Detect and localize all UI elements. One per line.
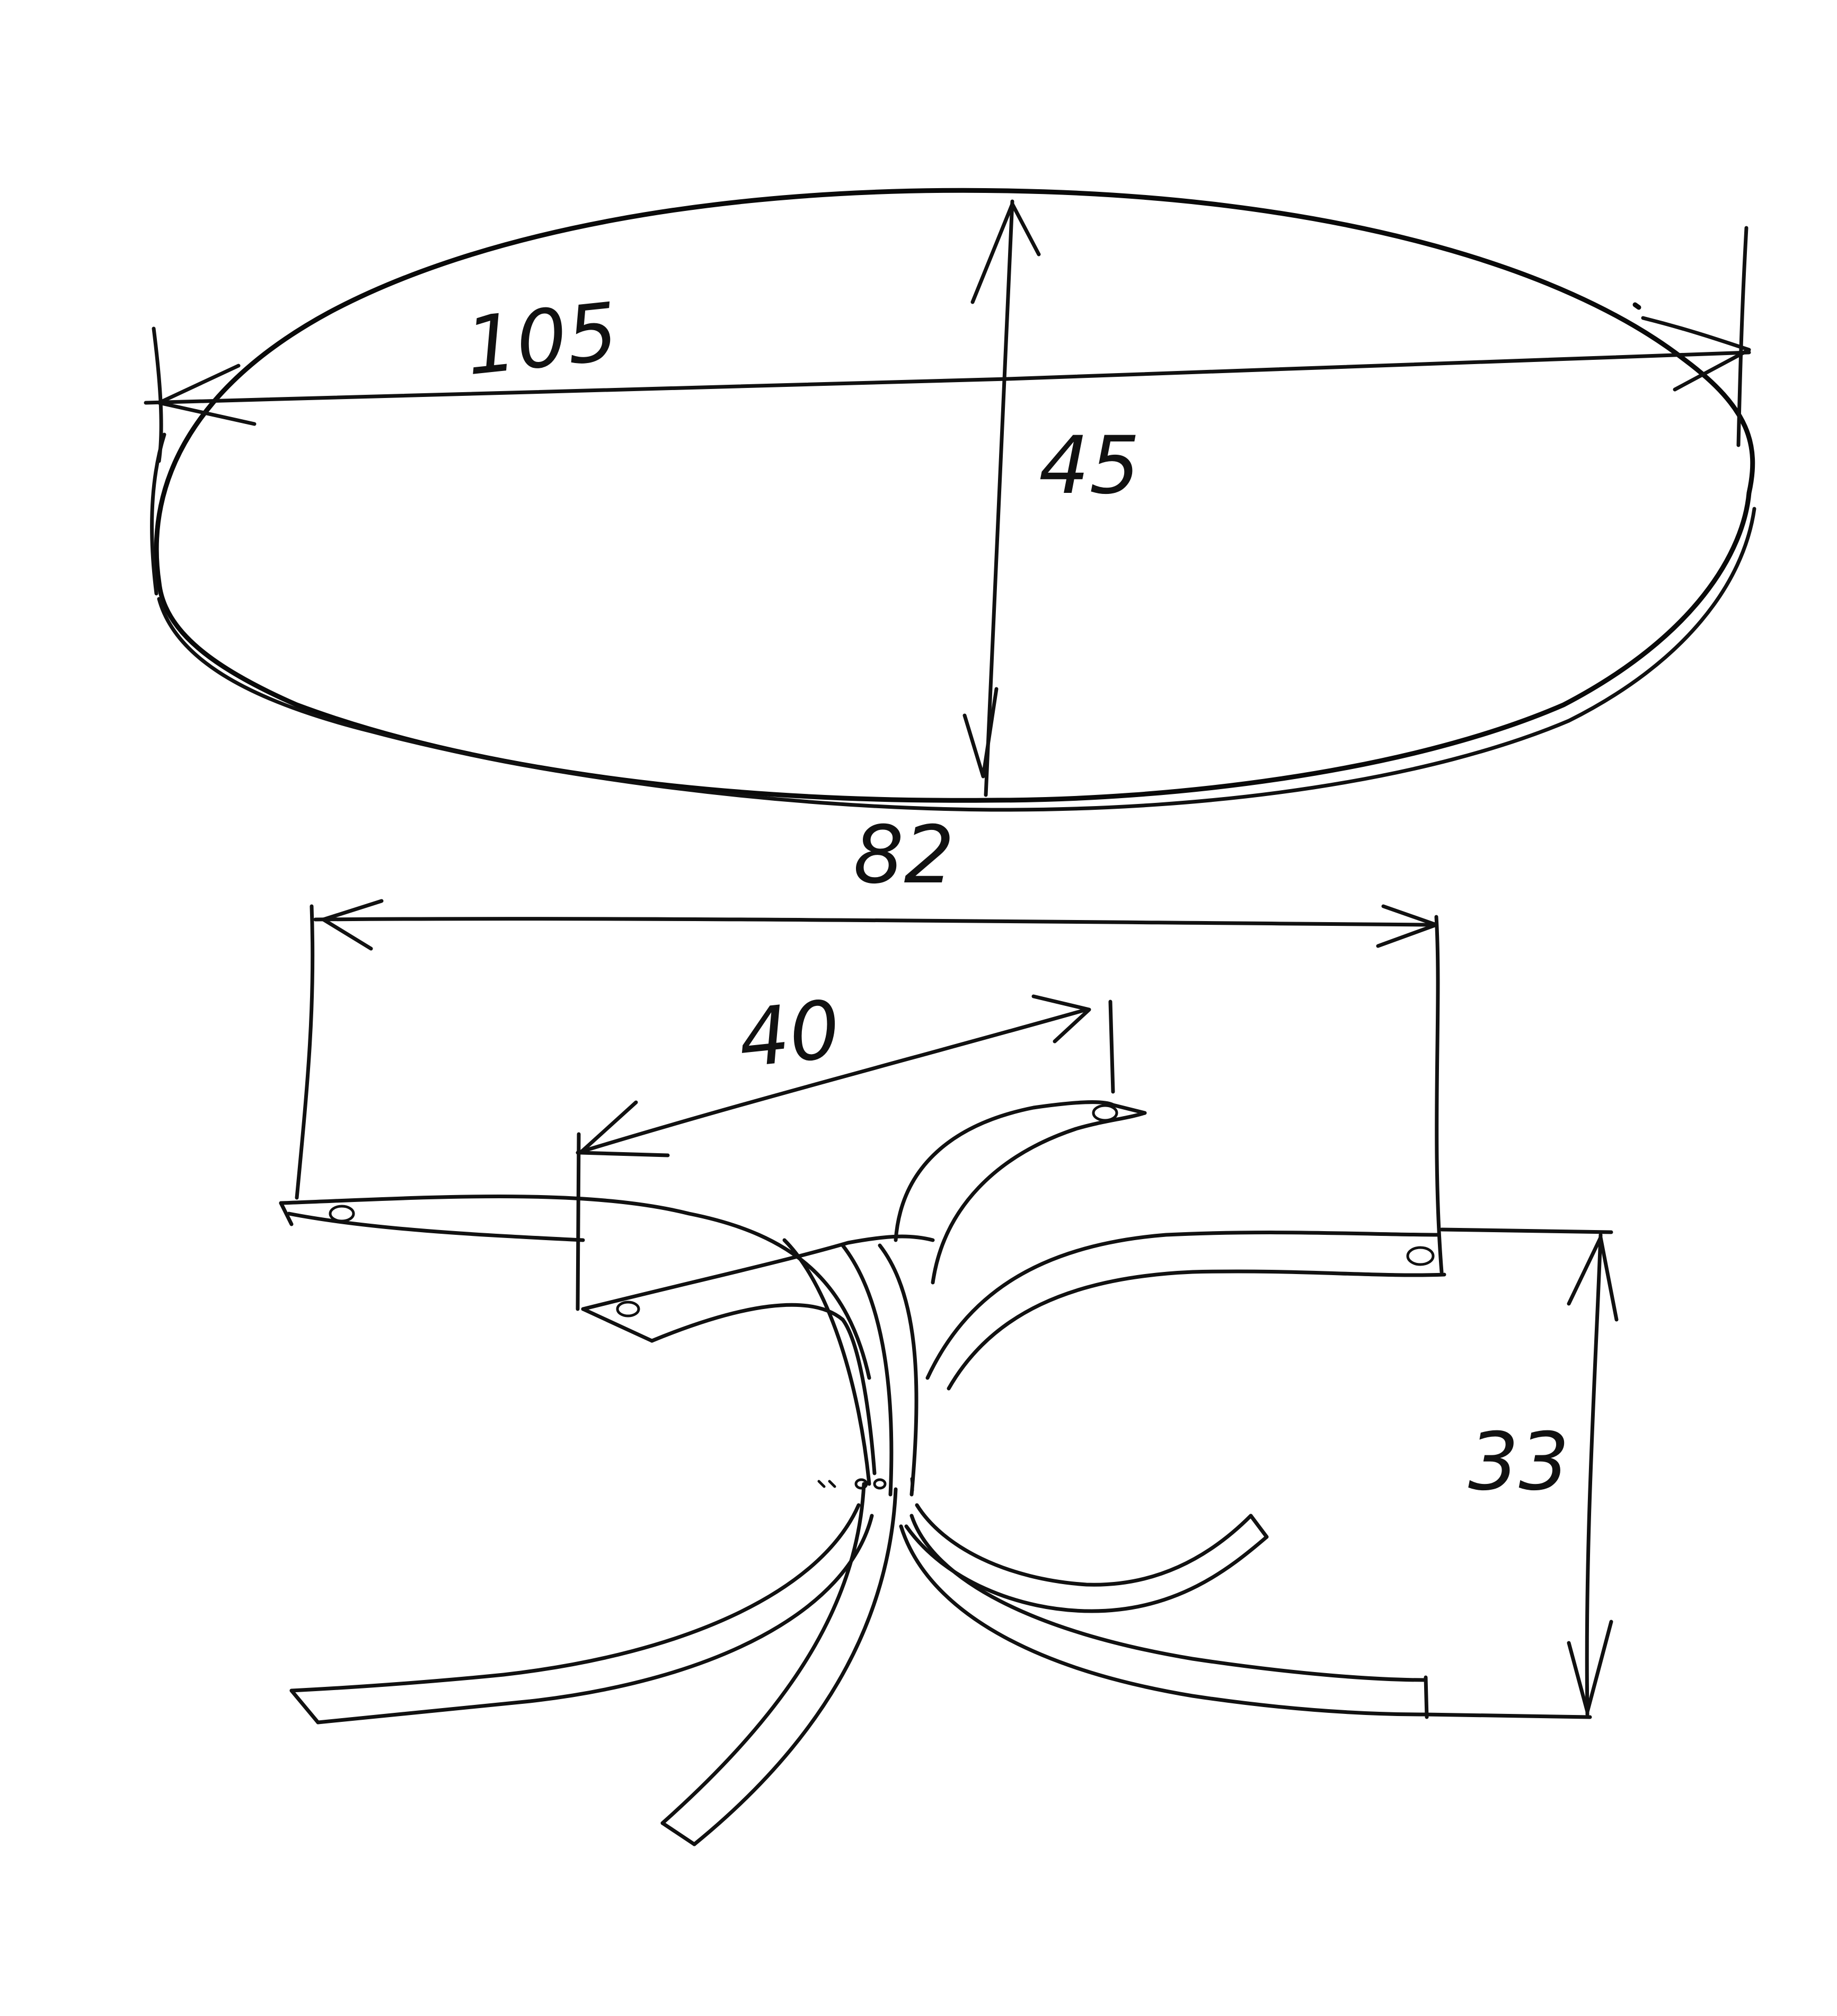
base-leg-front-foot	[660, 1821, 696, 1846]
base-stem-left	[782, 1238, 871, 1486]
base-arm-front-left-top	[581, 1234, 935, 1311]
length-left-tick	[152, 326, 163, 463]
height-top-line	[1439, 1227, 1613, 1234]
base-leg-back-right-top	[915, 1503, 1253, 1587]
base-arm-right-bolt	[1406, 1246, 1435, 1266]
arm-label: 40	[734, 984, 844, 1086]
base-leg-front-top	[660, 1482, 866, 1825]
base-arm-front-left-end	[581, 1307, 654, 1343]
base-leg-back-right-bottom	[904, 1524, 1269, 1613]
height-top-arrowhead	[1567, 1235, 1619, 1322]
height-bottom-arrowhead	[1567, 1620, 1613, 1714]
width-dimension-line	[984, 199, 1014, 797]
base-leg-left-foot	[289, 1688, 320, 1725]
base-leg-front-bottom	[692, 1487, 898, 1846]
arm-dimension-line	[576, 1007, 1089, 1155]
width-label: 45	[1039, 420, 1140, 512]
span-left-arrowhead	[321, 899, 384, 951]
base-arm-right-bottom	[947, 1269, 1446, 1391]
base-leg-left-bottom	[316, 1514, 874, 1725]
arm-left-tick	[576, 1132, 581, 1311]
span-left-tick	[295, 904, 315, 1200]
span-dimension-line	[313, 917, 1438, 927]
base-leg-back-right-end	[1249, 1514, 1269, 1539]
base-arm-left-end	[279, 1201, 294, 1226]
length-right-tick	[1736, 226, 1748, 447]
tabletop-edge-thickness	[157, 507, 1756, 812]
base-arm-back-right-bolt	[1092, 1104, 1118, 1122]
base-leg-left-top	[289, 1503, 861, 1693]
base-arm-left-bolt	[329, 1205, 355, 1223]
base-arm-front-left-bottom	[650, 1303, 877, 1475]
base-arm-right-top	[925, 1231, 1441, 1380]
length-right-arrowhead	[1641, 316, 1751, 392]
length-dimension-line	[144, 350, 1751, 405]
length-left-arrowhead	[157, 364, 257, 426]
height-label: 33	[1468, 1416, 1569, 1508]
base-leg-right-bottom	[899, 1524, 1428, 1717]
base-arm-left-top	[279, 1195, 871, 1380]
base-arm-back-right-end	[1111, 1103, 1147, 1115]
tabletop-top-view: 105 45	[144, 188, 1756, 812]
tabletop-outline	[154, 188, 1755, 803]
base-stem-right	[878, 1243, 918, 1497]
base-leg-right-foot	[1424, 1675, 1429, 1719]
table-base-sketch: 82 40 33	[279, 809, 1619, 1846]
width-top-arrowhead	[970, 202, 1041, 304]
base-hub-bolts	[817, 1477, 914, 1492]
base-arm-front-left-bolt	[616, 1301, 640, 1318]
length-right-dot	[1632, 302, 1641, 310]
base-stem-center	[841, 1243, 894, 1497]
base-arm-back-right-top	[894, 1100, 1115, 1242]
height-dimension-line	[1585, 1233, 1603, 1717]
length-label: 105	[462, 286, 622, 393]
base-arm-back-right-bottom	[931, 1111, 1147, 1285]
arm-right-arrowhead	[1031, 994, 1091, 1044]
base-leg-right-top	[909, 1514, 1428, 1682]
base-arm-left-bottom	[287, 1212, 585, 1242]
span-right-tick	[1434, 915, 1444, 1274]
arm-right-tick	[1108, 1000, 1115, 1094]
width-bottom-arrowhead	[962, 687, 999, 779]
span-label: 82	[853, 809, 955, 901]
height-bottom-line	[1424, 1712, 1592, 1719]
